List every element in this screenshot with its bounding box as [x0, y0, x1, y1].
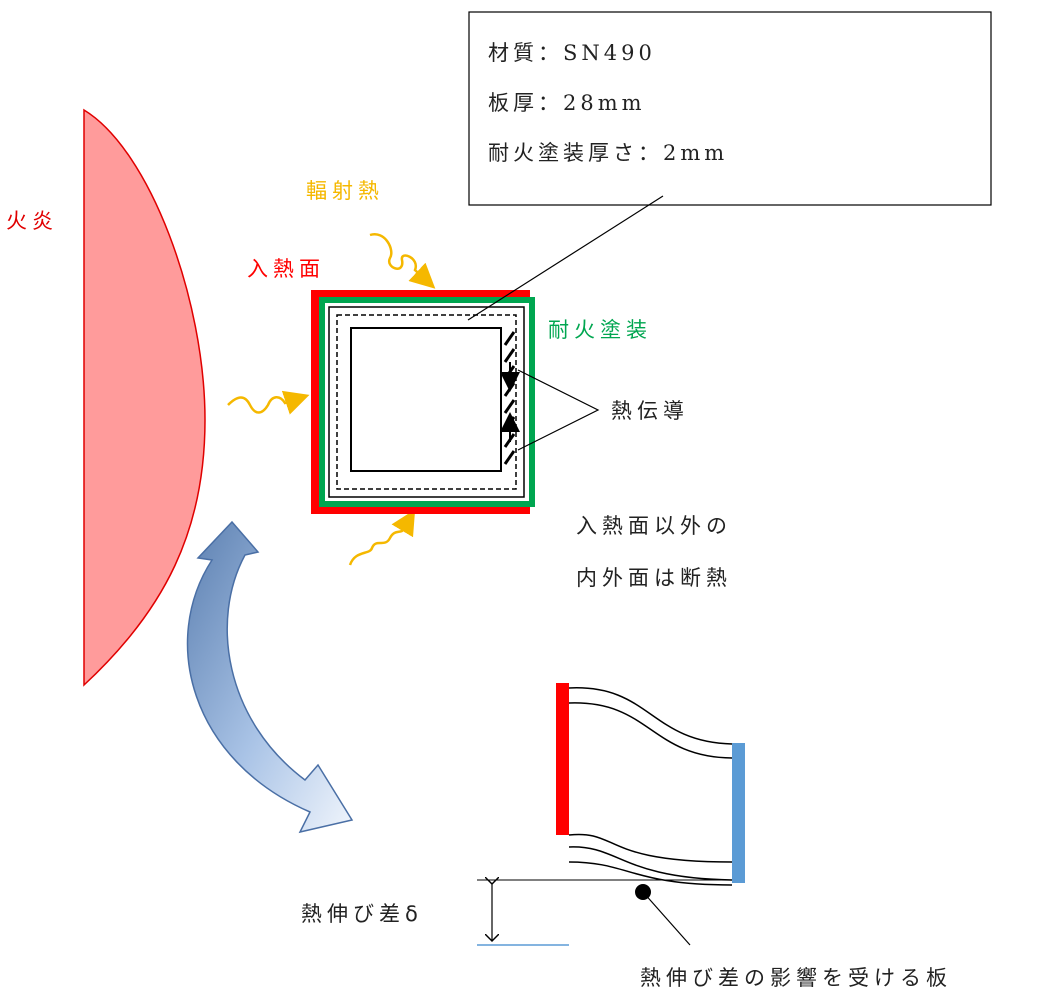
affected-plate-label: 熱伸び差の影響を受ける板: [640, 966, 952, 990]
steel-plate-inner: [350, 327, 502, 472]
heated-face-label: 入熱面: [247, 257, 325, 281]
wavy-heat-arrow-icon: [369, 232, 436, 289]
spec-box: [468, 11, 992, 206]
insulated-note-line2: 内外面は断熱: [576, 566, 732, 590]
radiant-heat-label: 輻射熱: [306, 179, 384, 203]
steel-plate-outer: [328, 306, 525, 498]
upper-web-line-2: [568, 702, 733, 759]
flame-shape: [83, 108, 206, 687]
heat-conduction-leader: [517, 369, 600, 451]
upper-web-line-1: [568, 687, 733, 745]
heated-flange: [556, 683, 569, 835]
affected-plate-leader: [642, 891, 691, 946]
expansion-diff-label: 熱伸び差δ: [301, 902, 423, 926]
plate-midline-dashed: [336, 314, 517, 490]
heat-conduction-label: 熱伝導: [611, 399, 689, 423]
flame-label: 火炎: [6, 209, 58, 233]
insulated-note-line1: 入熱面以外の: [576, 514, 732, 538]
wavy-heat-arrow-icon: [348, 509, 416, 566]
fireproof-coating-label: 耐火塗装: [548, 318, 652, 342]
lower-plate-line-2: [568, 846, 733, 881]
lower-plate-line-1: [568, 833, 733, 863]
spec-material: 材質：SN490: [488, 41, 656, 65]
spec-coating-thickness: 耐火塗装厚さ：2mm: [488, 141, 728, 165]
cool-flange: [732, 743, 745, 883]
wavy-heat-arrow-icon: [227, 390, 310, 415]
spec-thickness: 板厚：28mm: [488, 91, 646, 115]
heat-conduction-hatch: [503, 331, 516, 465]
spec-leader-line: [467, 195, 664, 321]
fireproof-coating-outline: [319, 297, 535, 507]
lower-plate-line-3: [568, 861, 733, 886]
heated-face-outline: [311, 290, 530, 514]
curved-arrow-icon: [186, 520, 354, 834]
